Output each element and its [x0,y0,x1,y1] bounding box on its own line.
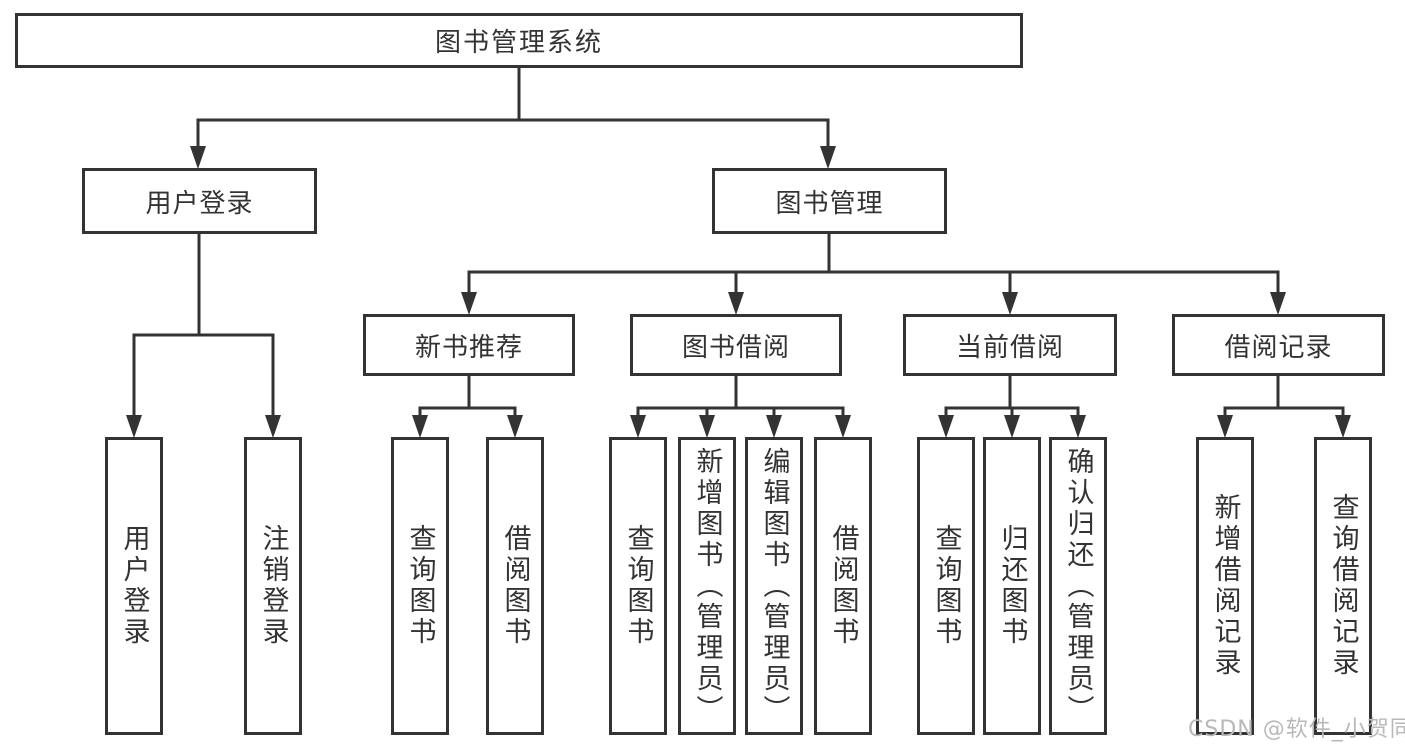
leaf-query-books-borrow-label: 查询图书 [622,524,654,648]
node-borrowing-records-label: 借阅记录 [1224,332,1333,363]
node-current-borrowing-label: 当前借阅 [955,332,1064,363]
connector-login-to-children [126,231,281,438]
leaf-return-books-label: 归还图书 [996,524,1028,648]
node-library-system: 图书管理系统 [15,13,1023,68]
leaf-query-books-recommend-label: 查询图书 [404,524,436,648]
leaf-query-books-borrow: 查询图书 [609,437,667,735]
connector-borrow-to-children [630,374,851,438]
connector-current-to-children [938,374,1086,438]
leaf-user-login: 用户登录 [105,437,163,735]
leaf-borrow-books-recommend-label: 借阅图书 [499,524,531,648]
node-library-system-label: 图书管理系统 [434,28,603,58]
leaf-query-books-recommend: 查询图书 [391,437,449,735]
leaf-borrow-books-recommend: 借阅图书 [486,437,544,735]
leaf-confirm-return-admin-label: 确认归还（管理员） [1062,446,1094,726]
leaf-add-book-admin: 新增图书（管理员） [678,437,736,735]
leaf-return-books: 归还图书 [983,437,1041,735]
node-book-borrowing: 图书借阅 [630,314,842,376]
node-book-management-label: 图书管理 [775,188,884,219]
node-book-borrowing-label: 图书借阅 [681,332,790,363]
leaf-logout-label: 注销登录 [257,524,289,648]
leaf-add-borrow-record: 新增借阅记录 [1196,437,1254,735]
leaf-add-book-admin-label: 新增图书（管理员） [691,446,723,726]
connector-recommend-to-children [412,374,523,438]
node-borrowing-records: 借阅记录 [1172,314,1385,376]
leaf-query-books-current-label: 查询图书 [930,524,962,648]
leaf-confirm-return-admin: 确认归还（管理员） [1049,437,1107,735]
leaf-query-borrow-record: 查询借阅记录 [1314,437,1372,735]
node-new-book-recommendation: 新书推荐 [363,314,575,376]
leaf-add-borrow-record-label: 新增借阅记录 [1209,493,1241,679]
leaf-query-borrow-record-label: 查询借阅记录 [1327,493,1359,679]
connector-root-to-level2 [190,66,836,169]
connector-records-to-children [1217,374,1351,438]
leaf-query-books-current: 查询图书 [917,437,975,735]
node-user-login: 用户登录 [82,168,317,234]
connector-management-to-level3 [461,232,1286,315]
leaf-logout: 注销登录 [244,437,302,735]
leaf-user-login-label: 用户登录 [118,524,150,648]
node-book-management: 图书管理 [712,168,947,234]
leaf-edit-book-admin-label: 编辑图书（管理员） [758,446,790,726]
csdn-watermark: CSDN @软件_小贺同学 [1188,717,1405,742]
leaf-borrow-books-label: 借阅图书 [827,524,859,648]
leaf-edit-book-admin: 编辑图书（管理员） [745,437,803,735]
leaf-borrow-books: 借阅图书 [814,437,872,735]
node-user-login-label: 用户登录 [145,188,254,219]
node-current-borrowing: 当前借阅 [903,314,1117,376]
node-new-book-recommendation-label: 新书推荐 [414,332,523,363]
